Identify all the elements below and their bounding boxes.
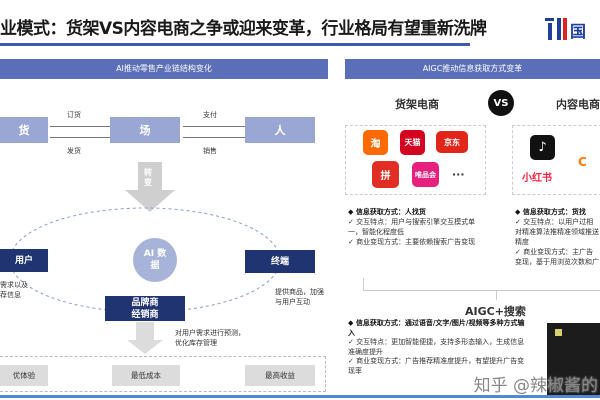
vs-badge: VS xyxy=(488,90,514,116)
bottom-rule xyxy=(0,395,600,398)
outcome-cost: 最低成本 xyxy=(112,365,180,386)
content-points: ◆ 信息获取方式：货找 ✓ 交互特点：以用户过相对精准算法推精准领域推送精度 ✓… xyxy=(515,207,600,267)
transition-arrow-icon xyxy=(125,162,175,212)
company-logo: 国 xyxy=(545,14,600,44)
outcome-revenue: 最高收益 xyxy=(245,365,315,386)
terminal-note: 提供商品，加强与用户互动 xyxy=(275,288,324,306)
outcome-experience: 优体验 xyxy=(0,365,48,386)
brand-note: 对用户需求进行预测，优化库存管理 xyxy=(175,329,245,347)
node-people: 人 xyxy=(245,117,315,143)
jd-icon: 京东 xyxy=(436,131,468,153)
node-terminal: 终端 xyxy=(245,250,315,273)
content-ecommerce-title: 内容电商 xyxy=(556,98,600,111)
kuaishou-icon: C xyxy=(578,155,587,169)
aigc-points: ◆ 信息获取方式：通过语音/文字/图片/视频等多种方式输入 ✓ 交互特点：更加智… xyxy=(348,319,528,376)
label-pay: 支付 xyxy=(203,111,217,119)
xiaohongshu-icon: 小红书 xyxy=(522,173,552,184)
shelf-apps-box xyxy=(345,125,486,195)
shelf-monetize: ✓ 商业变现方式：主要依赖搜索广告变现 xyxy=(348,238,476,246)
shelf-interaction: ✓ 交互特点：用户与搜索引擎交互模式单一，智能化程度低 xyxy=(348,218,476,236)
taobao-icon: 淘 xyxy=(363,130,388,155)
ai-data-circle: AI 数据 xyxy=(133,238,177,282)
content-apps-box xyxy=(512,125,600,195)
aigc-interaction: ✓ 交互特点：更加智能便捷，支持多形态输入，生成信息准确度提升 xyxy=(348,338,525,356)
content-method: ◆ 信息获取方式：货找 xyxy=(515,208,586,216)
vipshop-icon: 唯品会 xyxy=(412,162,439,187)
connector-stem xyxy=(496,290,497,300)
content-monetize: ✓ 商业变现方式：主广告变现，基于用浏览次数和广告加 xyxy=(515,248,599,266)
tmall-icon: 天猫 xyxy=(400,130,425,155)
aigc-monetize: ✓ 商业变现方式：广告推荐精准度提升，有望提升广告变现率 xyxy=(348,357,525,375)
right-panel-header: AIGC推动信息获取方式变革 xyxy=(345,59,600,79)
ai-chat-screenshot xyxy=(547,323,600,395)
content-interaction: ✓ 交互特点：以用户过相对精准算法推精准领域推送精度 xyxy=(515,218,599,246)
node-brand-distributor: 品牌商 经销商 xyxy=(105,296,185,321)
arrow-pay xyxy=(183,126,245,127)
left-panel-header: AI推动零售产业链结构变化 xyxy=(0,59,328,79)
node-venue: 场 xyxy=(110,117,180,143)
logo-text: 国 xyxy=(570,22,587,41)
shelf-points: ◆ 信息获取方式：人找货 ✓ 交互特点：用户与搜索引擎交互模式单一，智能化程度低… xyxy=(348,207,483,247)
arrow-order xyxy=(50,126,110,127)
label-sell: 销售 xyxy=(203,147,217,155)
arrow-ship xyxy=(50,137,110,138)
douyin-icon: ♪ xyxy=(530,135,555,160)
transition-label: 转变 xyxy=(144,168,152,187)
node-user: 用户 xyxy=(0,249,48,272)
outcomes-box xyxy=(0,356,326,392)
node-goods: 货 xyxy=(0,117,48,143)
title-underline xyxy=(0,43,470,46)
aigc-search-title: AIGC+搜索 xyxy=(465,305,526,318)
label-order: 订货 xyxy=(67,111,81,119)
arrow-sell xyxy=(183,137,245,138)
shelf-method: ◆ 信息获取方式：人找货 xyxy=(348,208,426,216)
more-apps: ··· xyxy=(452,168,465,181)
pinduoduo-icon: 拼 xyxy=(372,161,399,188)
user-note: 需求以及 荐信息 xyxy=(0,281,28,299)
page-title: 业模式：货架VS内容电商之争或迎来变革，行业格局有望重新洗牌 xyxy=(0,19,487,39)
aigc-method: ◆ 信息获取方式：通过语音/文字/图片/视频等多种方式输入 xyxy=(348,319,525,337)
connector-drop xyxy=(363,278,364,290)
chat-avatar-icon xyxy=(555,329,562,336)
watermark: 知乎 @辣椒酱的 xyxy=(473,376,598,396)
shelf-ecommerce-title: 货架电商 xyxy=(395,98,439,111)
label-ship: 发货 xyxy=(67,147,81,155)
down-arrow-icon xyxy=(127,322,163,354)
connector-line xyxy=(363,290,600,291)
